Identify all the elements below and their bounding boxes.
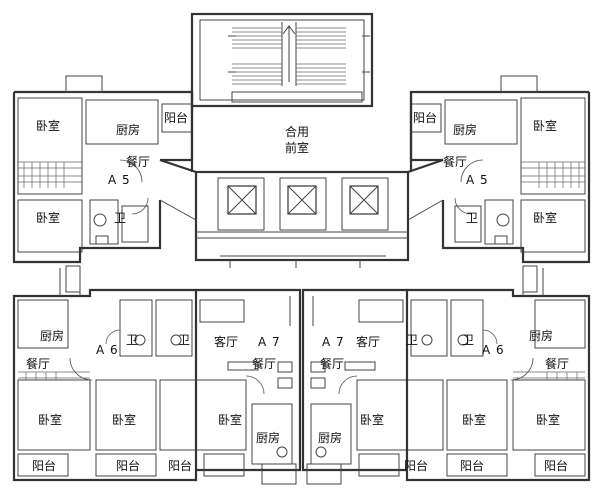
a6l-bath-1: 卫 [126, 333, 138, 347]
a7r-kitchen: 厨房 [318, 430, 342, 445]
a6r-bath-2: 卫 [462, 333, 474, 347]
a5l-balcony: 阳台 [164, 110, 188, 125]
a5r-bedroom-1: 卧室 [533, 118, 557, 133]
a6l-kitchen: 厨房 [40, 328, 64, 343]
a6r-bedroom-2: 卧室 [536, 412, 560, 427]
a6l-dining: 餐厅 [26, 356, 50, 371]
lobby-label-1: 合用 [285, 124, 309, 139]
a7l-kitchen: 厨房 [256, 430, 280, 445]
a5r-kitchen: 厨房 [453, 122, 477, 137]
a6r-dining: 餐厅 [545, 356, 569, 371]
a5r-unit: A 5 [466, 173, 489, 187]
stair-core [190, 12, 374, 108]
a5r-bedroom-2: 卧室 [533, 210, 557, 225]
a7l-bedroom: 卧室 [218, 412, 242, 427]
a5l-bath: 卫 [114, 211, 126, 225]
a7l-balcony: 阳台 [168, 458, 192, 473]
a6r-bedroom-1: 卧室 [462, 412, 486, 427]
a7r-balcony: 阳台 [404, 458, 428, 473]
a6l-bedroom-2: 卧室 [112, 412, 136, 427]
a6l-bedroom-1: 卧室 [38, 412, 62, 427]
unit-a5-right [409, 75, 591, 264]
a6r-unit: A 6 [482, 343, 505, 357]
a7r-bedroom: 卧室 [360, 412, 384, 427]
a6r-balcony-2: 阳台 [544, 458, 568, 473]
unit-a7-left [159, 288, 302, 485]
unit-a7-right [289, 288, 444, 485]
a5l-bedroom-1: 卧室 [36, 118, 60, 133]
a5l-dining: 餐厅 [126, 154, 150, 169]
unit-a5-left [12, 75, 194, 264]
unit-a6-left [12, 268, 198, 482]
a6l-bath-2: 卫 [178, 333, 190, 347]
a6r-balcony-1: 阳台 [460, 458, 484, 473]
a6l-unit: A 6 [96, 343, 119, 357]
a7l-living: 客厅 [214, 334, 238, 349]
a6r-kitchen: 厨房 [529, 328, 553, 343]
lobby-label-2: 前室 [285, 140, 309, 155]
a5r-balcony: 阳台 [413, 110, 437, 125]
unit-a6-right [405, 268, 591, 482]
a6l-balcony-1: 阳台 [32, 458, 56, 473]
a5l-bedroom-2: 卧室 [36, 210, 60, 225]
a7r-dining: 餐厅 [320, 356, 344, 371]
a6l-balcony-2: 阳台 [116, 458, 140, 473]
a5r-dining: 餐厅 [443, 154, 467, 169]
a6r-bath-1: 卫 [406, 333, 418, 347]
elevator-lobby [194, 170, 410, 268]
a5l-unit: A 5 [108, 173, 131, 187]
a7r-living: 客厅 [356, 334, 380, 349]
a5l-kitchen: 厨房 [116, 122, 140, 137]
a7l-dining: 餐厅 [252, 356, 276, 371]
a7l-unit: A 7 [258, 335, 281, 349]
a7r-unit: A 7 [322, 335, 345, 349]
a5r-bath: 卫 [466, 211, 478, 225]
